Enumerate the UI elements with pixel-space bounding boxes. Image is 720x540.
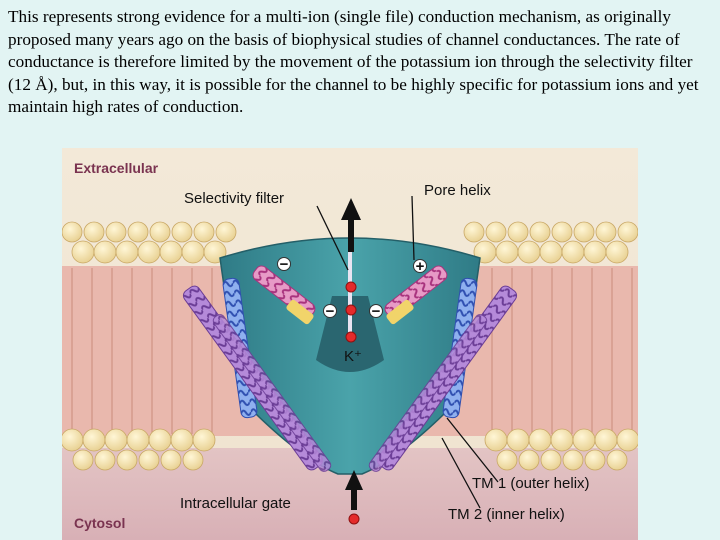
charge-markers [277, 257, 427, 318]
k-ion-2 [345, 304, 357, 316]
charge-minus-3: − [372, 303, 381, 320]
charge-minus-1: − [280, 256, 289, 273]
tm2-label: TM 2 (inner helix) [448, 506, 565, 523]
extracellular-label: Extracellular [74, 160, 159, 176]
charge-minus-2: − [326, 303, 335, 320]
potassium-channel-diagram: − + − − Extracellular Cytosol Selectivit… [62, 148, 638, 540]
k-ion-3 [345, 331, 357, 343]
arrow-up-top-icon [341, 198, 361, 252]
k-ion-1 [345, 281, 357, 293]
body-paragraph: This represents strong evidence for a mu… [8, 7, 699, 117]
channel-diagram-svg: − + − − Extracellular Cytosol Selectivit… [62, 148, 638, 540]
k-ion-label: K⁺ [344, 348, 362, 365]
selectivity-filter-label: Selectivity filter [184, 190, 284, 207]
k-ion-cytosol [348, 513, 360, 525]
cytosol-label: Cytosol [74, 515, 125, 531]
pore-helix-label: Pore helix [424, 182, 491, 199]
charge-plus-1: + [416, 258, 425, 275]
intracellular-gate-label: Intracellular gate [180, 495, 291, 512]
tm1-label: TM 1 (outer helix) [472, 475, 590, 492]
arrow-up-bottom-icon [345, 470, 363, 510]
